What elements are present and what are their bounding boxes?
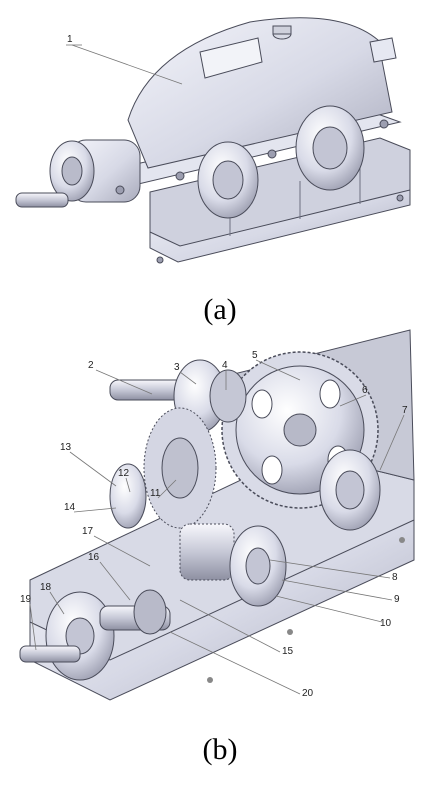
callout-label-20: 20 bbox=[302, 688, 314, 699]
callout-label-11: 11 bbox=[150, 488, 161, 499]
callout-label-10: 10 bbox=[380, 618, 392, 629]
callout-label-18: 18 bbox=[40, 582, 52, 593]
callout-label-8: 8 bbox=[392, 572, 398, 583]
callout-label-19: 19 bbox=[20, 594, 32, 605]
callout-labels-b: 2 3 4 5 6 7 8 9 10 11 12 13 14 15 16 17 … bbox=[20, 350, 408, 699]
callout-label-2: 2 bbox=[88, 360, 94, 371]
caption-b: (b) bbox=[202, 733, 238, 766]
callout-label-17: 17 bbox=[82, 526, 94, 537]
gearbox-internal-view bbox=[19, 329, 415, 701]
callout-1: 1 bbox=[66, 34, 183, 85]
callout-label-1: 1 bbox=[67, 34, 73, 45]
callout-label-13: 13 bbox=[60, 442, 72, 453]
bearing-cap-12 bbox=[109, 463, 147, 529]
callout-label-7: 7 bbox=[402, 405, 408, 416]
callout-label-5: 5 bbox=[252, 350, 258, 361]
pinion-gear bbox=[179, 523, 235, 581]
callout-label-12: 12 bbox=[118, 468, 130, 479]
callout-label-3: 3 bbox=[174, 362, 180, 373]
callout-label-16: 16 bbox=[88, 552, 100, 563]
callout-label-4: 4 bbox=[222, 360, 228, 371]
callout-label-14: 14 bbox=[64, 502, 76, 513]
callout-label-15: 15 bbox=[282, 646, 294, 657]
caption-a: (a) bbox=[203, 293, 237, 326]
inspection-cover bbox=[199, 37, 263, 79]
callout-label-6: 6 bbox=[362, 385, 368, 396]
callout-label-9: 9 bbox=[394, 594, 400, 605]
upper-cover bbox=[127, 17, 393, 169]
leader-lines bbox=[29, 359, 405, 695]
input-shaft bbox=[15, 192, 69, 208]
gearbox-assembly-exterior bbox=[15, 17, 411, 264]
input-shaft-b bbox=[19, 645, 81, 663]
